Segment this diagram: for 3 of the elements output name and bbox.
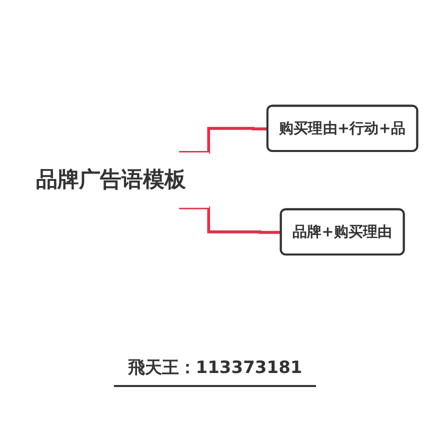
connector [179,126,268,154]
note-text: 飛天王：113373181 [114,354,316,387]
connector [179,206,282,234]
